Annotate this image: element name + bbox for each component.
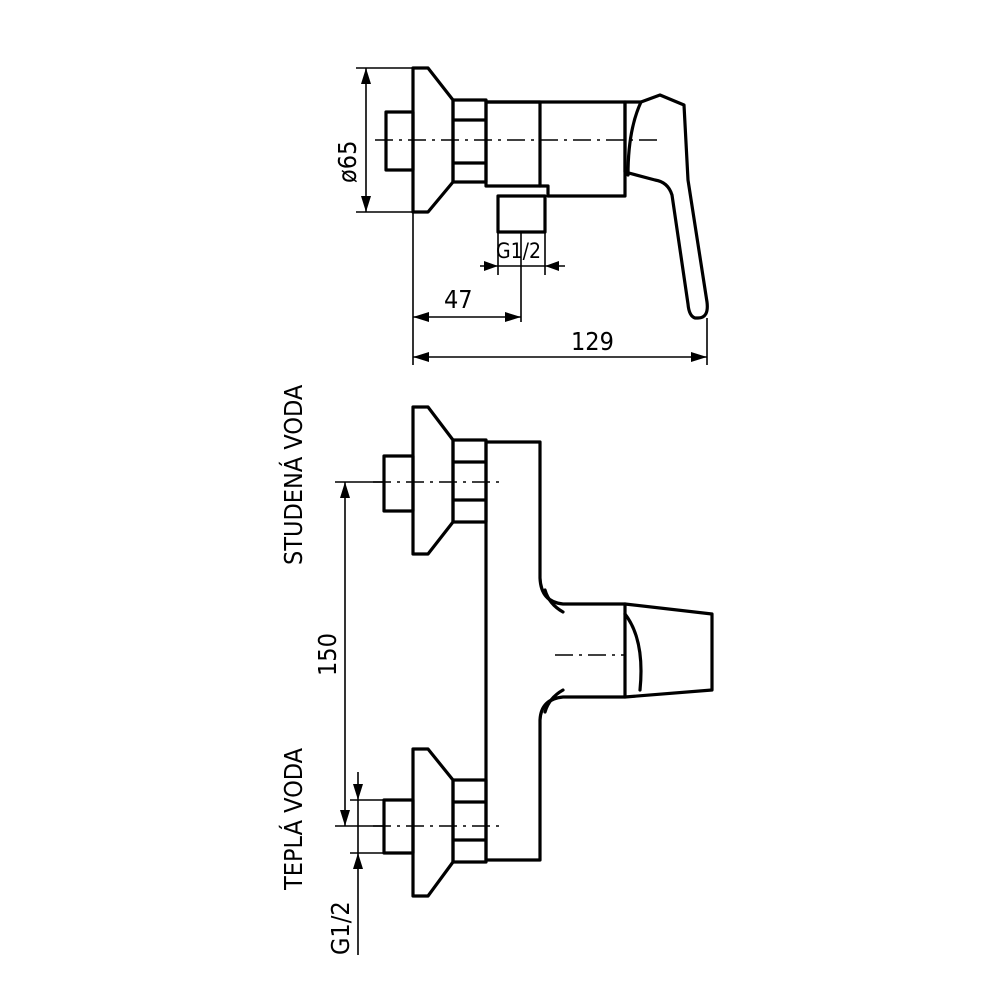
side-lever-handle (623, 93, 709, 320)
side-hex-nut (451, 98, 488, 184)
cold-connection (373, 405, 500, 556)
side-view: ø65 G1/2 47 129 (333, 66, 709, 365)
side-pipe-stub (384, 110, 415, 172)
hot-rosette (411, 747, 455, 898)
hot-water-label: TEPLÁ VODA (279, 747, 308, 891)
diameter-label: ø65 (333, 141, 362, 183)
side-inner-box (484, 100, 542, 188)
hot-connection (373, 747, 500, 898)
cold-water-label: STUDENÁ VODA (279, 384, 308, 565)
front-lever (623, 602, 714, 699)
side-lever-edge (626, 100, 643, 177)
hot-hex-nut (451, 778, 488, 864)
front-body (484, 440, 627, 862)
spacing-150-label: 150 (313, 633, 342, 676)
front-view: 150 G1/2 STUDENÁ VODA TEPLÁ VODA (279, 384, 714, 955)
overall-129-label: 129 (571, 327, 614, 356)
side-outlet-nipple (496, 194, 547, 234)
side-body (484, 100, 627, 198)
offset-47-label: 47 (444, 285, 473, 314)
thread-bottom-label: G1/2 (326, 901, 355, 955)
thread-top-label: G1/2 (496, 239, 541, 263)
cold-rosette (411, 405, 455, 556)
cold-hex-nut (451, 438, 488, 524)
front-lever-face (623, 612, 643, 692)
cold-pipe-stub (382, 454, 415, 513)
